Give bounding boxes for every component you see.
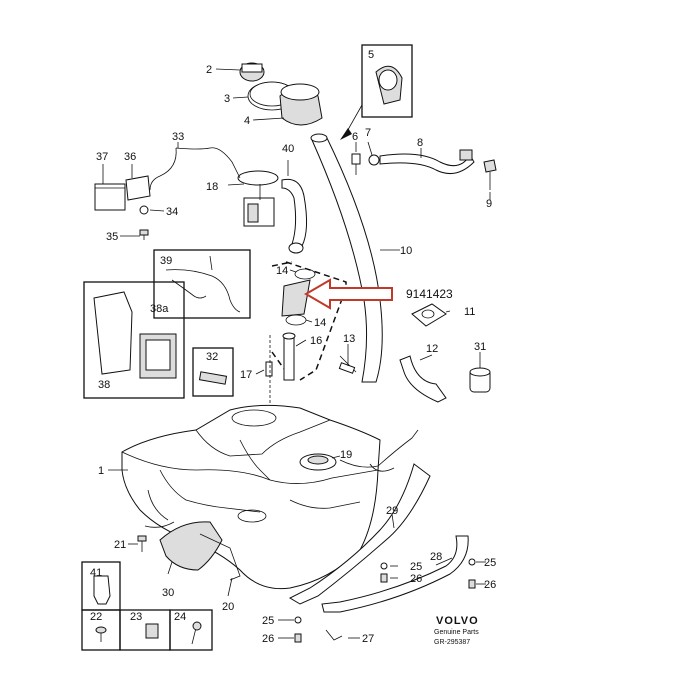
label-39: 39: [160, 255, 172, 267]
bushing-part-31: [469, 367, 491, 393]
strap-part-28: [321, 535, 469, 613]
label-30: 30: [162, 587, 174, 599]
label-32: 32: [206, 351, 218, 363]
label-25-c: 25: [262, 615, 274, 627]
line-part-33: [149, 147, 241, 191]
bolt-part-26-c: [294, 633, 302, 643]
label-33: 33: [172, 131, 184, 143]
label-7: 7: [365, 127, 371, 139]
heat-shield-part-30: [159, 521, 223, 571]
leader-lines: [102, 68, 491, 639]
pipe-part-16: [282, 332, 296, 381]
hose-part-9141423: [281, 279, 311, 317]
flange-part-11: [411, 303, 447, 327]
label-37: 37: [96, 151, 108, 163]
part-32-box: [192, 347, 234, 397]
vent-line: [339, 429, 419, 468]
label-36: 36: [124, 151, 136, 163]
part-39-box: [153, 249, 251, 319]
hose-part-40: [281, 178, 308, 254]
label-29: 29: [386, 505, 398, 517]
label-5: 5: [368, 49, 374, 61]
label-34: 34: [166, 206, 178, 218]
label-22: 22: [90, 611, 102, 623]
filler-cap-part-2: [239, 62, 265, 82]
label-35: 35: [106, 231, 118, 243]
label-25-a: 25: [410, 561, 422, 573]
part-5-box: [361, 44, 413, 118]
label-11: 11: [464, 306, 475, 318]
label-31: 31: [474, 341, 486, 353]
part-24-box: [169, 609, 213, 651]
label-1: 1: [98, 465, 104, 477]
label-27: 27: [362, 633, 374, 645]
label-21: 21: [114, 539, 126, 551]
label-38a: 38a: [150, 303, 169, 315]
label-38: 38: [98, 379, 110, 391]
label-20: 20: [222, 601, 234, 613]
label-26-b: 26: [484, 579, 496, 591]
label-40: 40: [282, 143, 294, 155]
label-26-c: 26: [262, 633, 274, 645]
bolt-part-9: [483, 159, 497, 190]
label-10: 10: [400, 245, 412, 257]
clamp-part-14-bottom: [285, 314, 307, 326]
sender-part-19: [299, 453, 337, 471]
label-24: 24: [174, 611, 186, 623]
label-18: 18: [206, 181, 218, 193]
label-25-b: 25: [484, 557, 496, 569]
filler-pipe-part-10: [310, 133, 383, 383]
bolt-part-35: [139, 229, 149, 240]
nut-part-25-c: [294, 616, 302, 624]
label-14-top: 14: [276, 265, 288, 277]
label-16: 16: [310, 335, 322, 347]
brand-code: GR-295387: [434, 639, 470, 646]
brand-line1: Genuine Parts: [434, 629, 479, 636]
strap-part-29: [288, 463, 431, 605]
strap-part-20: [144, 521, 241, 581]
label-41: 41: [90, 567, 102, 579]
clamp-part-14-top: [294, 268, 316, 280]
label-23: 23: [130, 611, 142, 623]
fuel-filter-part-37: [94, 183, 126, 211]
part-23-box: [119, 609, 171, 651]
fuel-pump-part-18: [237, 170, 279, 227]
label-17: 17: [240, 369, 252, 381]
nut-part-34: [139, 205, 149, 215]
fuel-tank-part-1: [121, 404, 381, 590]
label-4: 4: [244, 115, 250, 127]
label-28: 28: [430, 551, 442, 563]
label-6: 6: [352, 131, 358, 143]
label-2: 2: [206, 64, 212, 76]
callout-part-number: 9141423: [406, 287, 453, 301]
clip-part-7: [368, 154, 380, 166]
label-26-a: 26: [410, 573, 422, 585]
seal-part-4: [279, 83, 323, 126]
part-38-box: [83, 281, 185, 399]
bolt-part-21: [137, 535, 147, 552]
nut-part-25-b: [468, 558, 476, 566]
pin-part-17: [265, 361, 273, 377]
label-13: 13: [343, 333, 355, 345]
dashed-group-outline: [285, 261, 347, 381]
clip-part-27: [325, 629, 343, 641]
hose-part-8: [379, 149, 475, 175]
bracket-part-36: [125, 175, 151, 201]
label-9: 9: [486, 198, 492, 210]
label-12: 12: [426, 343, 438, 355]
label-3: 3: [224, 93, 230, 105]
label-19: 19: [340, 449, 352, 461]
callout-arrow: [304, 278, 393, 310]
label-14-bottom: 14: [314, 317, 326, 329]
strap-part-12: [399, 355, 447, 403]
brand-name: VOLVO: [436, 615, 479, 627]
label-8: 8: [417, 137, 423, 149]
bolt-part-26-a: [380, 573, 388, 583]
bolt-part-26-b: [468, 579, 476, 589]
screw-part-6: [351, 153, 361, 175]
nut-part-25-a: [380, 562, 388, 570]
